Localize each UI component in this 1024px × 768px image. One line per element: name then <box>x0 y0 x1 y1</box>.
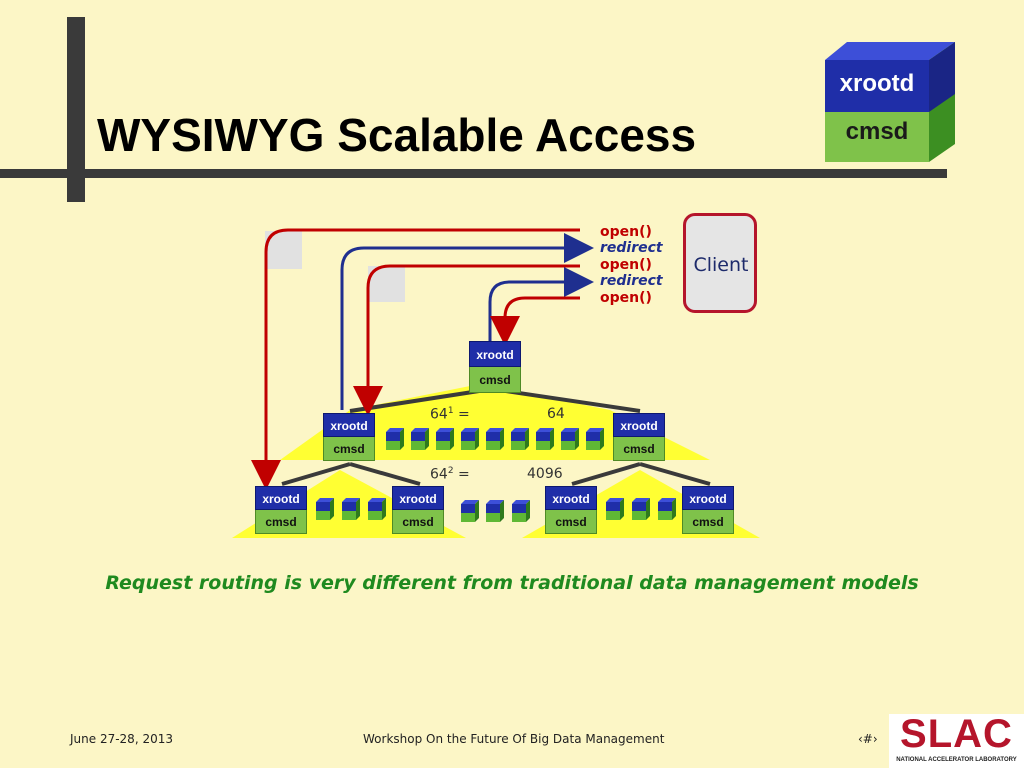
level2-node-3: xrootd cmsd <box>545 486 597 534</box>
title-vertical-bar <box>67 17 85 202</box>
server-cube-l1-3 <box>461 428 479 450</box>
slac-logo-text: SLAC <box>900 712 1013 756</box>
slac-logo <box>889 714 1024 768</box>
footer-event: Workshop On the Future Of Big Data Manag… <box>363 732 665 746</box>
server-cube-l2b-0 <box>606 498 624 520</box>
legend-cmsd-label: cmsd <box>845 118 909 145</box>
footer-date: June 27-28, 2013 <box>70 732 173 746</box>
server-cube-mid-1 <box>486 500 504 522</box>
server-cube-l1-1 <box>411 428 429 450</box>
open-path-1 <box>251 228 580 490</box>
footer-page-number: ‹#› <box>858 732 878 746</box>
node-xrootd-label: xrootd <box>545 486 597 510</box>
legend-xrootd-label: xrootd <box>839 70 915 97</box>
node-xrootd-label: xrootd <box>613 413 665 437</box>
node-cmsd-label: cmsd <box>323 437 375 461</box>
server-cube-l1-2 <box>436 428 454 450</box>
title-horizontal-bar <box>0 169 947 178</box>
message-open-3: open() <box>600 290 652 306</box>
node-xrootd-label: xrootd <box>392 486 444 510</box>
slide-title: WYSIWYG Scalable Access <box>97 109 697 161</box>
server-cube-l1-0 <box>386 428 404 450</box>
server-cube-mid-0 <box>461 500 479 522</box>
level2-value: 4096 <box>527 466 563 482</box>
server-cube-l2a-1 <box>342 498 360 520</box>
server-cubes <box>316 428 676 522</box>
redirect-path-2 <box>488 267 594 342</box>
server-cube-l2b-1 <box>632 498 650 520</box>
server-cube-l2a-0 <box>316 498 334 520</box>
level2-exponent: 2 <box>447 466 454 476</box>
level1-count: 641 = <box>430 406 470 423</box>
level2-node-2: xrootd cmsd <box>392 486 444 534</box>
level2-node-1: xrootd cmsd <box>255 486 307 534</box>
level2-base: 64 <box>430 466 448 483</box>
node-cmsd-label: cmsd <box>613 437 665 461</box>
slide-caption: Request routing is very different from t… <box>105 572 919 594</box>
client-label: Client <box>693 254 749 276</box>
level1-equals: = <box>458 406 470 423</box>
slac-logo-subtitle: NATIONAL ACCELERATOR LABORATORY <box>896 757 1017 763</box>
open-path-2 <box>353 264 580 416</box>
level1-node-right: xrootd cmsd <box>613 413 665 461</box>
node-cmsd-label: cmsd <box>469 367 521 393</box>
node-cmsd-label: cmsd <box>682 510 734 534</box>
level1-exponent: 1 <box>447 406 454 416</box>
redirect-path-1 <box>340 233 594 410</box>
level2-equals: = <box>458 466 470 483</box>
node-cmsd-label: cmsd <box>392 510 444 534</box>
message-redirect-2: redirect <box>600 273 663 289</box>
message-open-2: open() <box>600 257 652 273</box>
node-cmsd-label: cmsd <box>255 510 307 534</box>
level2-node-4: xrootd cmsd <box>682 486 734 534</box>
message-redirect-1: redirect <box>600 240 663 256</box>
server-cube-l1-7 <box>561 428 579 450</box>
message-open-1: open() <box>600 224 652 240</box>
server-cube-l1-6 <box>536 428 554 450</box>
server-cube-l2b-2 <box>658 498 676 520</box>
open-path-3 <box>490 296 580 346</box>
node-xrootd-label: xrootd <box>682 486 734 510</box>
node-xrootd-label: xrootd <box>469 341 521 367</box>
root-node: xrootd cmsd <box>469 341 521 393</box>
level1-value: 64 <box>547 406 565 422</box>
server-cube-mid-2 <box>512 500 530 522</box>
server-cube-l1-8 <box>586 428 604 450</box>
client-box <box>683 213 757 313</box>
server-cube-l1-5 <box>511 428 529 450</box>
legend-cube <box>825 42 955 162</box>
node-cmsd-label: cmsd <box>545 510 597 534</box>
level1-node-left: xrootd cmsd <box>323 413 375 461</box>
server-cube-l2a-2 <box>368 498 386 520</box>
node-xrootd-label: xrootd <box>255 486 307 510</box>
level1-base: 64 <box>430 406 448 423</box>
server-cube-l1-4 <box>486 428 504 450</box>
node-xrootd-label: xrootd <box>323 413 375 437</box>
level2-count: 642 = <box>430 466 470 483</box>
